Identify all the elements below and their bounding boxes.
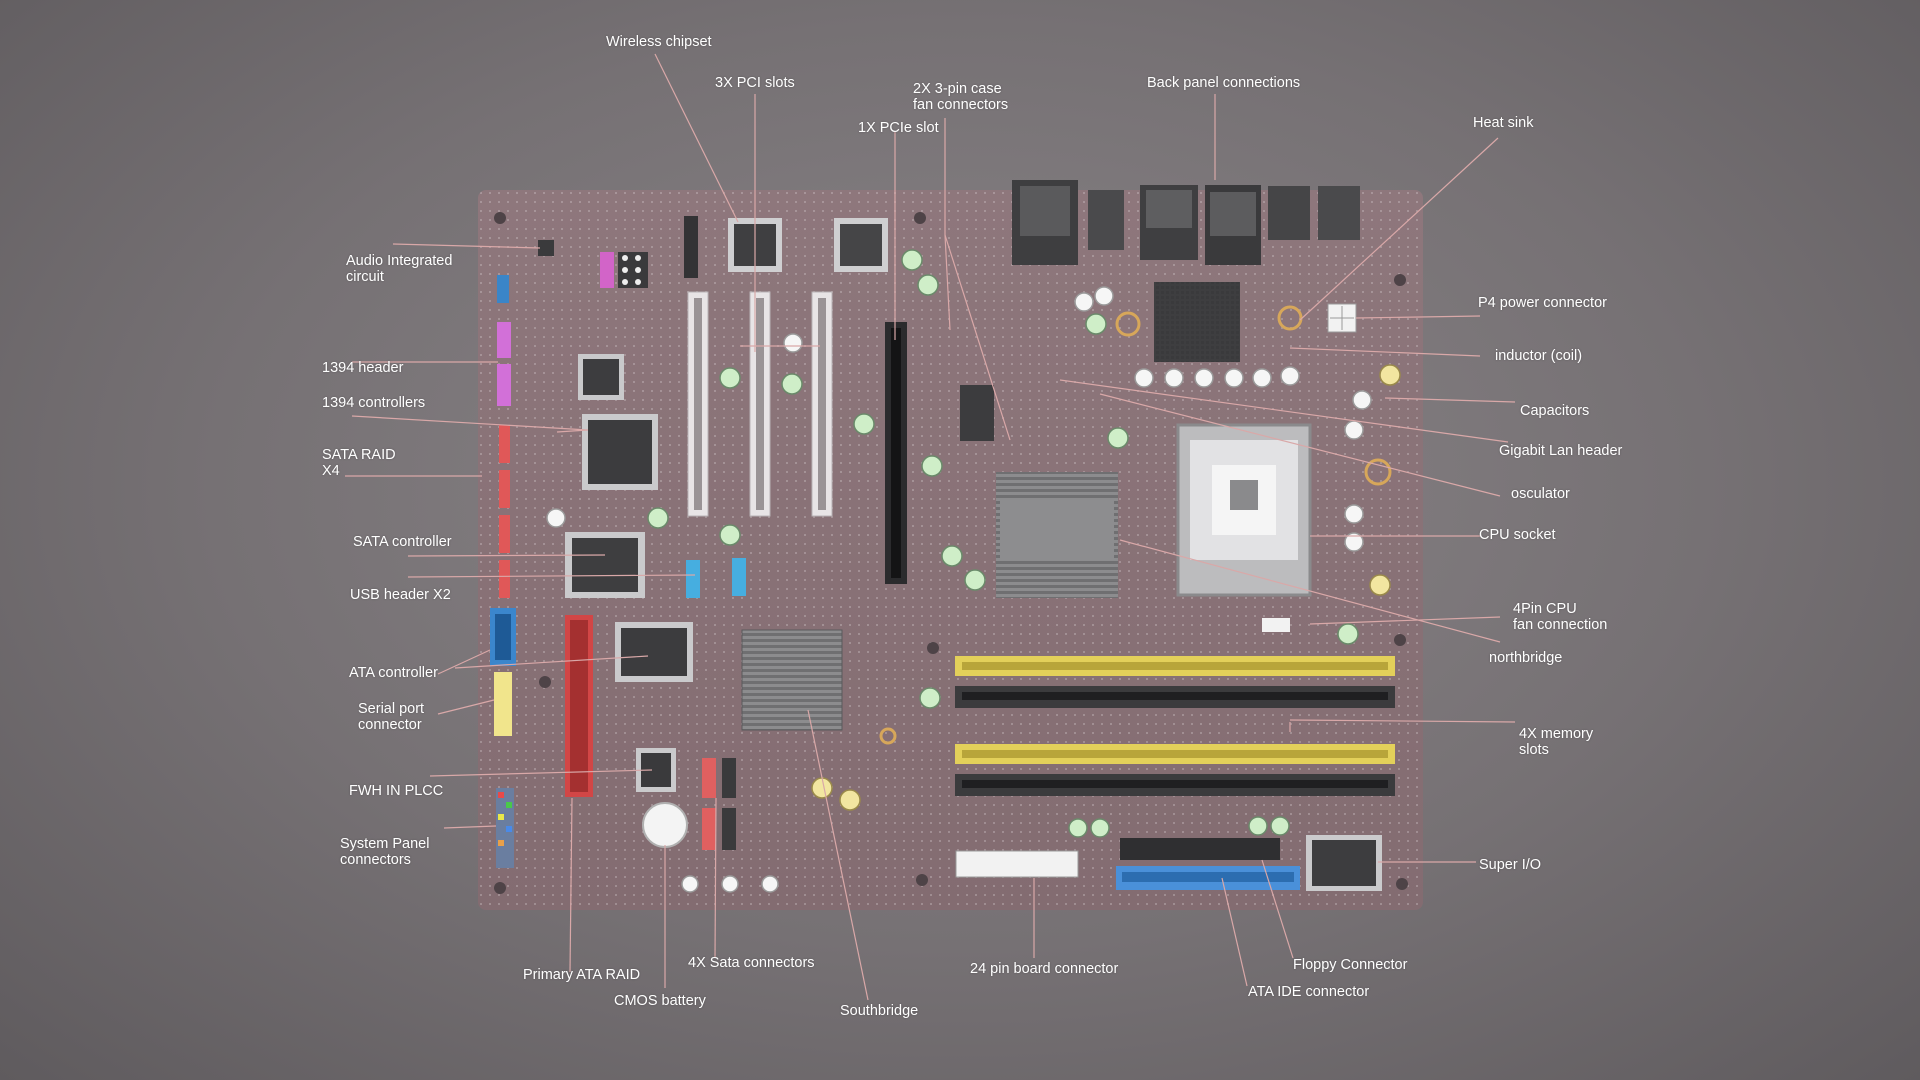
label-cpu-socket: CPU socket: [1479, 527, 1556, 543]
system-panel-connectors: [496, 788, 514, 868]
capacitors: [546, 249, 1401, 893]
label-sata-connectors: 4X Sata connectors: [688, 955, 815, 971]
pcie-slot: [885, 322, 907, 584]
1394-controller-chip: [578, 354, 624, 400]
label-1394-controllers: 1394 controllers: [322, 395, 426, 411]
label-p4-power: P4 power connector: [1478, 295, 1607, 311]
label-sata-raid: SATA RAID X4: [322, 447, 396, 479]
label-1394-header: 1394 header: [322, 360, 404, 376]
usb-headers: [686, 558, 746, 598]
label-ata-ide-connector: ATA IDE connector: [1248, 984, 1370, 1000]
southbridge: [741, 629, 843, 731]
label-memory-slots: 4X memory slots: [1519, 726, 1594, 758]
label-gigabit-lan: Gigabit Lan header: [1499, 443, 1623, 459]
label-ata-controller: ATA controller: [349, 665, 438, 681]
label-inductor: inductor (coil): [1495, 348, 1583, 364]
label-northbridge: northbridge: [1489, 650, 1563, 666]
back-panel-connections: [1012, 180, 1360, 265]
cpu-socket: [1176, 423, 1312, 597]
label-southbridge: Southbridge: [840, 1003, 919, 1019]
label-cmos-battery: CMOS battery: [614, 993, 706, 1009]
label-cpu-fan: 4Pin CPU fan connection: [1513, 601, 1608, 633]
label-pcie-slot: 1X PCIe slot: [858, 120, 939, 136]
label-usb-header: USB header X2: [350, 587, 451, 603]
label-case-fan-connectors: 2X 3-pin case fan connectors: [913, 81, 1009, 113]
audio-ic: [538, 240, 648, 288]
label-pci-slots: 3X PCI slots: [715, 75, 795, 91]
sata-raid-controller-chip: [582, 414, 658, 490]
memory-slots: [955, 656, 1395, 796]
cpu-heat-sink: [1154, 282, 1240, 362]
label-24-pin-connector: 24 pin board connector: [970, 961, 1119, 977]
sata-connectors: [702, 758, 736, 850]
24-pin-board-connector: [955, 850, 1079, 878]
serial-port-connector: [494, 672, 512, 736]
ata-controller-header: [490, 608, 516, 666]
cpu-fan-connector: [1262, 618, 1290, 632]
leader-lines: [345, 53, 1516, 1001]
super-io-chip: [1306, 835, 1382, 891]
northbridge: [996, 472, 1118, 598]
inductor-coils: [879, 305, 1392, 745]
osculator-chip: [960, 385, 994, 441]
ata-ide-connector: [1116, 866, 1300, 890]
label-primary-ata-raid: Primary ATA RAID: [523, 967, 641, 983]
label-super-io: Super I/O: [1479, 857, 1542, 873]
label-back-panel-connections: Back panel connections: [1147, 75, 1301, 91]
label-heat-sink: Heat sink: [1473, 115, 1534, 131]
label-sata-controller: SATA controller: [353, 534, 452, 550]
floppy-connector: [1120, 838, 1280, 860]
cmos-battery: [642, 802, 688, 848]
label-osculator: osculator: [1511, 486, 1570, 502]
label-audio-ic: Audio Integrated circuit: [346, 253, 453, 285]
ata-controller-chip: [615, 622, 693, 682]
mounting-holes: [494, 212, 1408, 894]
label-system-panel: System Panel connectors: [340, 836, 430, 868]
label-floppy-connector: Floppy Connector: [1293, 957, 1408, 973]
p4-power-connector: [1327, 303, 1357, 333]
primary-ata-raid-connector: [565, 615, 593, 797]
label-wireless-chipset: Wireless chipset: [606, 34, 712, 50]
label-fwh: FWH IN PLCC: [349, 783, 444, 799]
sata-controller-chip: [565, 532, 645, 598]
sata-raid-connectors: [499, 425, 510, 598]
label-capacitors: Capacitors: [1520, 403, 1590, 419]
1394-headers: [497, 275, 511, 406]
label-serial-port: Serial port connector: [358, 701, 425, 733]
